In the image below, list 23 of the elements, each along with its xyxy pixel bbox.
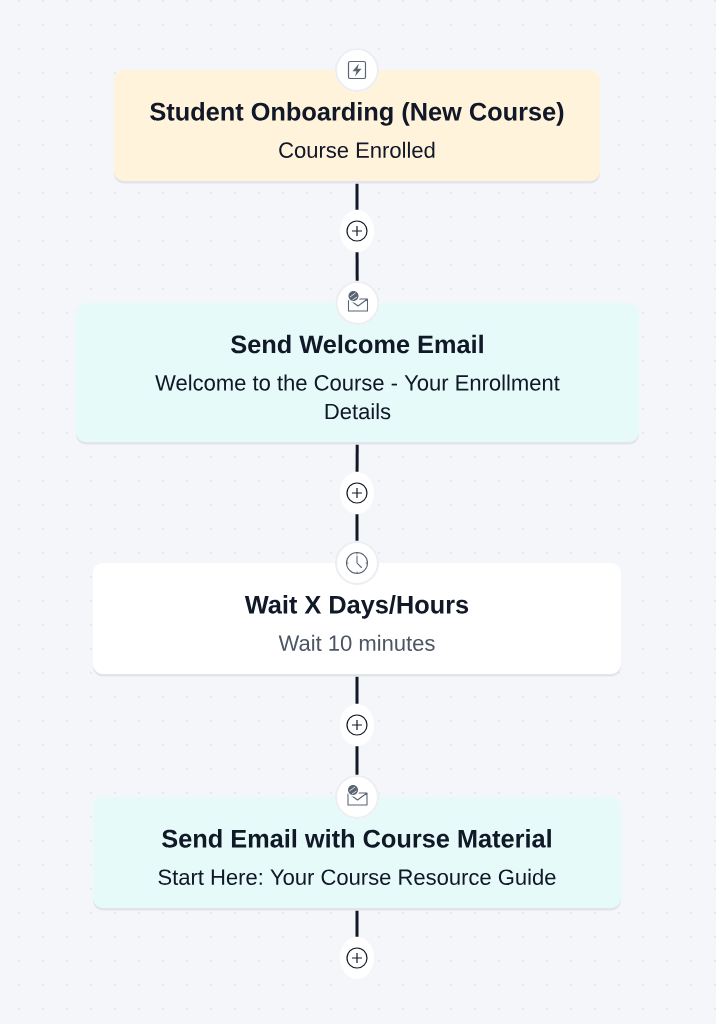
connector-line	[355, 183, 359, 210]
add-step-button	[340, 704, 374, 746]
add-step-button	[340, 937, 374, 979]
step-title: Student Onboarding (New Course)	[150, 102, 564, 126]
step-subtitle: Welcome to the Course - Your Enrollment Details	[155, 374, 560, 420]
connector-line	[355, 746, 359, 775]
email-step-card	[76, 303, 639, 445]
connector-line	[355, 444, 359, 472]
add-step-button	[340, 472, 374, 514]
trigger-card	[114, 70, 600, 184]
step-subtitle: Start Here: Your Course Resource Guide	[158, 868, 556, 885]
step-subtitle: Course Enrolled	[279, 141, 435, 158]
connector-line	[355, 910, 359, 937]
connector-line	[355, 514, 359, 541]
add-step-button	[340, 210, 374, 252]
email-step-card	[93, 797, 621, 911]
step-title: Send Email with Course Material	[162, 829, 551, 848]
connector-line	[355, 252, 359, 281]
wait-step-card	[93, 563, 621, 677]
step-title: Wait X Days/Hours	[244, 595, 469, 619]
connector-line	[355, 676, 359, 704]
step-title: Send Welcome Email	[231, 334, 483, 354]
step-subtitle: Wait 10 minutes	[278, 634, 435, 651]
